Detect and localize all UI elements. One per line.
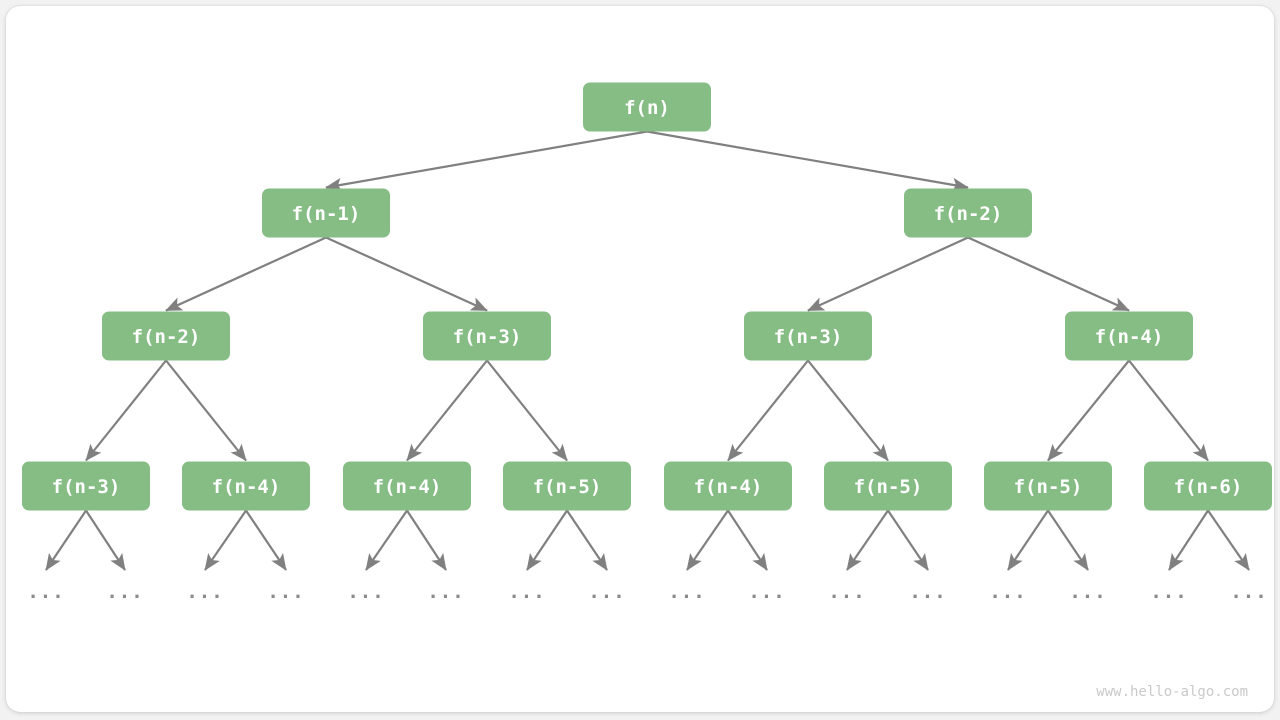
ellipsis-label: ...	[1069, 581, 1106, 603]
node-label: f(n-5)	[854, 476, 923, 498]
tree-edge	[325, 236, 488, 312]
node-label: f(n-5)	[1014, 476, 1083, 498]
node-box	[182, 461, 310, 511]
tree-edge	[165, 359, 247, 462]
tree-edge	[1047, 509, 1089, 571]
tree-edge	[1047, 359, 1130, 462]
tree-edge	[486, 359, 568, 462]
tree-node[interactable]: f(n-2)	[102, 311, 230, 361]
tree-node[interactable]: f(n-6)	[1144, 461, 1272, 511]
ellipsis-label: ...	[748, 581, 785, 603]
recursion-tree-diagram: f(n) f(n-1) f(n-2) f(n-2) f(n-3) f(n-3) f(n-4)…	[22, 82, 1272, 700]
ellipsis-label: ...	[989, 581, 1026, 603]
node-label: f(n-3)	[453, 326, 522, 348]
tree-node[interactable]: f(n-4)	[343, 461, 471, 511]
node-label: f(n-4)	[694, 476, 763, 498]
ellipsis-label: ...	[909, 581, 946, 603]
ellipsis-label: ...	[1230, 581, 1267, 603]
tree-node[interactable]: f(n-1)	[262, 188, 390, 238]
node-label: f(n-5)	[533, 476, 602, 498]
tree-edge	[406, 509, 447, 571]
node-label: f(n-6)	[1174, 476, 1243, 498]
tree-node[interactable]: f(n-3)	[22, 461, 150, 511]
ellipsis-label: ...	[186, 581, 223, 603]
tree-edge	[727, 359, 809, 462]
node-label: f(n-4)	[373, 476, 442, 498]
node-label: f(n-2)	[132, 326, 201, 348]
node-label: f(n-1)	[292, 203, 361, 225]
tree-edge	[646, 130, 969, 192]
ellipsis-label: ...	[828, 581, 865, 603]
node-box	[503, 461, 631, 511]
ellipsis-label: ...	[267, 581, 304, 603]
tree-edge	[45, 509, 87, 571]
node-label: f(n-4)	[1095, 326, 1164, 348]
tree-node[interactable]: f(n)	[583, 82, 711, 132]
watermark-label: www.hello-algo.com	[1096, 684, 1248, 700]
tree-edge	[526, 509, 568, 571]
node-label: f(n-3)	[52, 476, 121, 498]
ellipsis-label: ...	[668, 581, 705, 603]
tree-node[interactable]: f(n-4)	[1065, 311, 1193, 361]
tree-edge	[1128, 359, 1209, 462]
ellipsis-label: ...	[427, 581, 464, 603]
node-box	[343, 461, 471, 511]
node-label: f(n-2)	[934, 203, 1003, 225]
tree-edge	[165, 236, 327, 312]
tree-edge	[807, 236, 969, 312]
ellipsis-layer: ........................................…	[27, 581, 1267, 603]
tree-edge	[887, 509, 929, 571]
tree-node[interactable]: f(n-4)	[182, 461, 310, 511]
tree-edge	[204, 509, 247, 571]
tree-edge	[245, 509, 287, 571]
ellipsis-label: ...	[27, 581, 64, 603]
node-label: f(n-3)	[774, 326, 843, 348]
tree-node[interactable]: f(n-5)	[984, 461, 1112, 511]
ellipsis-label: ...	[508, 581, 545, 603]
tree-node[interactable]: f(n-5)	[824, 461, 952, 511]
tree-edge	[727, 509, 768, 571]
tree-edge	[1207, 509, 1250, 571]
node-box	[262, 188, 390, 238]
ellipsis-label: ...	[1150, 581, 1187, 603]
tree-edge	[807, 359, 889, 462]
tree-node[interactable]: f(n-3)	[744, 311, 872, 361]
tree-edge	[967, 236, 1130, 312]
node-label: f(n-4)	[212, 476, 281, 498]
tree-edge	[85, 509, 126, 571]
tree-edge	[566, 509, 608, 571]
node-box	[22, 461, 150, 511]
tree-edge	[406, 359, 488, 462]
node-box	[744, 311, 872, 361]
ellipsis-label: ...	[106, 581, 143, 603]
ellipsis-label: ...	[347, 581, 384, 603]
node-box	[904, 188, 1032, 238]
tree-edge	[1168, 509, 1209, 571]
tree-edge	[1007, 509, 1049, 571]
nodes-layer: f(n) f(n-1) f(n-2) f(n-2) f(n-3) f(n-3) f(n-4)…	[22, 82, 1272, 511]
tree-node[interactable]: f(n-3)	[423, 311, 551, 361]
tree-node[interactable]: f(n-2)	[904, 188, 1032, 238]
edges-layer	[45, 130, 1250, 571]
node-label: f(n)	[624, 97, 670, 119]
tree-node[interactable]: f(n-4)	[664, 461, 792, 511]
tree-edge	[325, 130, 648, 192]
node-box	[102, 311, 230, 361]
ellipsis-label: ...	[588, 581, 625, 603]
node-box	[824, 461, 952, 511]
node-box	[583, 82, 711, 132]
tree-edge	[365, 509, 408, 571]
node-box	[423, 311, 551, 361]
node-box	[664, 461, 792, 511]
node-box	[1144, 461, 1272, 511]
node-box	[984, 461, 1112, 511]
tree-edge	[686, 509, 729, 571]
node-box	[1065, 311, 1193, 361]
tree-node[interactable]: f(n-5)	[503, 461, 631, 511]
tree-edge	[846, 509, 889, 571]
tree-edge	[85, 359, 167, 462]
diagram-card: f(n) f(n-1) f(n-2) f(n-2) f(n-3) f(n-3) f(n-4)…	[6, 6, 1274, 712]
